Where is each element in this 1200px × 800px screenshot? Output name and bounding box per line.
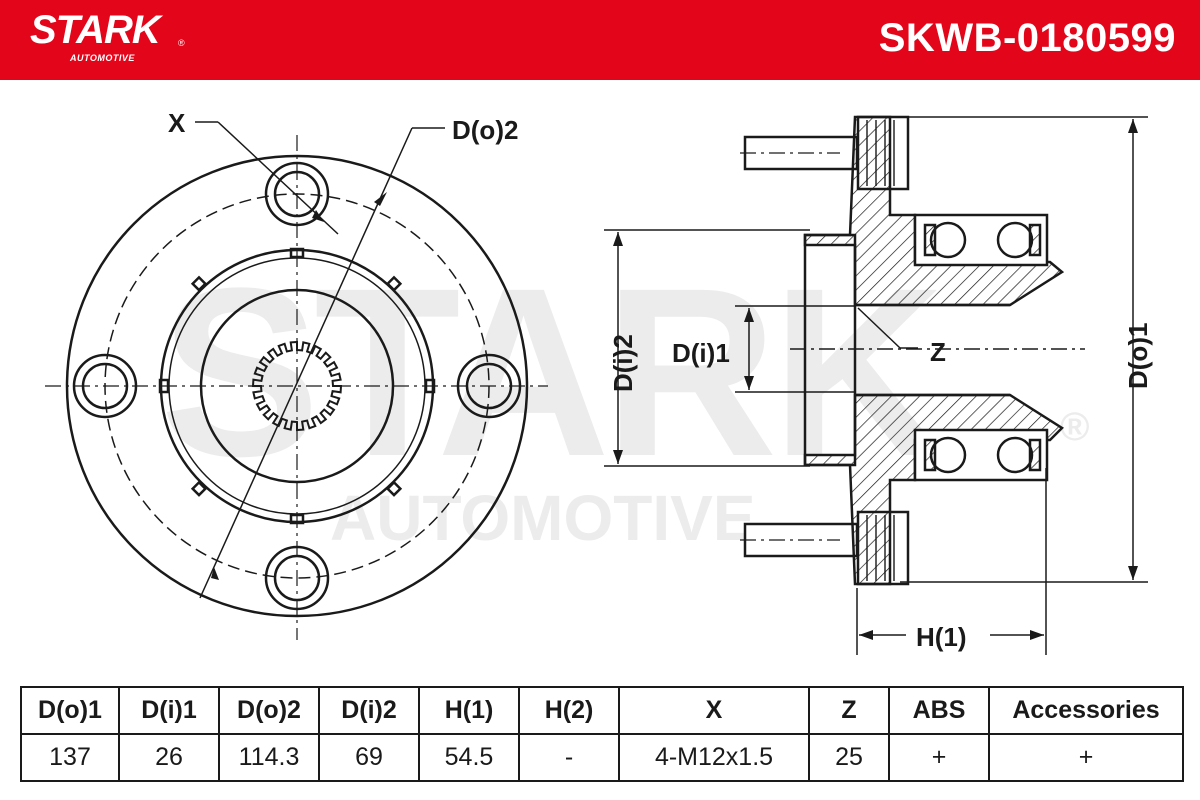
- table-header-cell: D(i)1: [118, 686, 220, 735]
- spec-table: D(o)1 D(i)1 D(o)2 D(i)2 H(1) H(2) X Z AB…: [20, 686, 1184, 782]
- table-header-cell: H(2): [518, 686, 620, 735]
- table-row: 137 26 114.3 69 54.5 - 4-M12x1.5 25 + +: [20, 733, 1184, 782]
- table-header-cell: X: [618, 686, 810, 735]
- table-header-cell: D(o)2: [218, 686, 320, 735]
- table-header-cell: ABS: [888, 686, 990, 735]
- label-x: X: [168, 108, 186, 138]
- table-header-cell: Accessories: [988, 686, 1184, 735]
- table-header-cell: D(i)2: [318, 686, 420, 735]
- watermark: STARK AUTOMOTIVE ®: [160, 238, 1089, 554]
- table-cell: +: [888, 733, 990, 782]
- table-cell: 4-M12x1.5: [618, 733, 810, 782]
- watermark-mark: ®: [1060, 405, 1089, 449]
- brand-logo: STARK: [30, 8, 161, 52]
- label-do1: D(o)1: [1123, 323, 1153, 389]
- arrow-do2-bottom: [211, 567, 219, 580]
- table-cell: +: [988, 733, 1184, 782]
- label-di1: D(i)1: [672, 338, 730, 368]
- table-header-cell: D(o)1: [20, 686, 120, 735]
- hub-pilot: [803, 233, 1010, 467]
- part-number: SKWB-0180599: [878, 16, 1176, 60]
- registered-mark: ®: [178, 38, 185, 48]
- table-cell: -: [518, 733, 620, 782]
- technical-drawing: STARK AUTOMOTIVE ®: [45, 108, 1153, 655]
- header-bar: STARK ® AUTOMOTIVE SKWB-0180599: [0, 0, 1200, 80]
- table-header-row: D(o)1 D(i)1 D(o)2 D(i)2 H(1) H(2) X Z AB…: [20, 686, 1184, 735]
- label-di2: D(i)2: [608, 334, 638, 392]
- table-header-cell: H(1): [418, 686, 520, 735]
- table-cell: 54.5: [418, 733, 520, 782]
- table-cell: 26: [118, 733, 220, 782]
- dimension-arrows: [613, 119, 1138, 640]
- table-cell: 25: [808, 733, 890, 782]
- side-view: [604, 115, 1148, 655]
- label-z: Z: [930, 337, 946, 367]
- table-cell: 69: [318, 733, 420, 782]
- table-header-cell: Z: [808, 686, 890, 735]
- label-h1: H(1): [916, 622, 967, 652]
- label-do2: D(o)2: [452, 115, 518, 145]
- table-cell: 137: [20, 733, 120, 782]
- bearing-top: [913, 213, 1049, 267]
- center-lines: [45, 135, 548, 640]
- arrow-do2-top: [374, 192, 387, 206]
- arrow-x: [312, 210, 324, 222]
- table-cell: 114.3: [218, 733, 320, 782]
- watermark-sub: AUTOMOTIVE: [330, 482, 756, 554]
- front-view: [45, 121, 548, 640]
- bearing-bottom: [913, 428, 1049, 482]
- brand-subtitle: AUTOMOTIVE: [70, 53, 135, 63]
